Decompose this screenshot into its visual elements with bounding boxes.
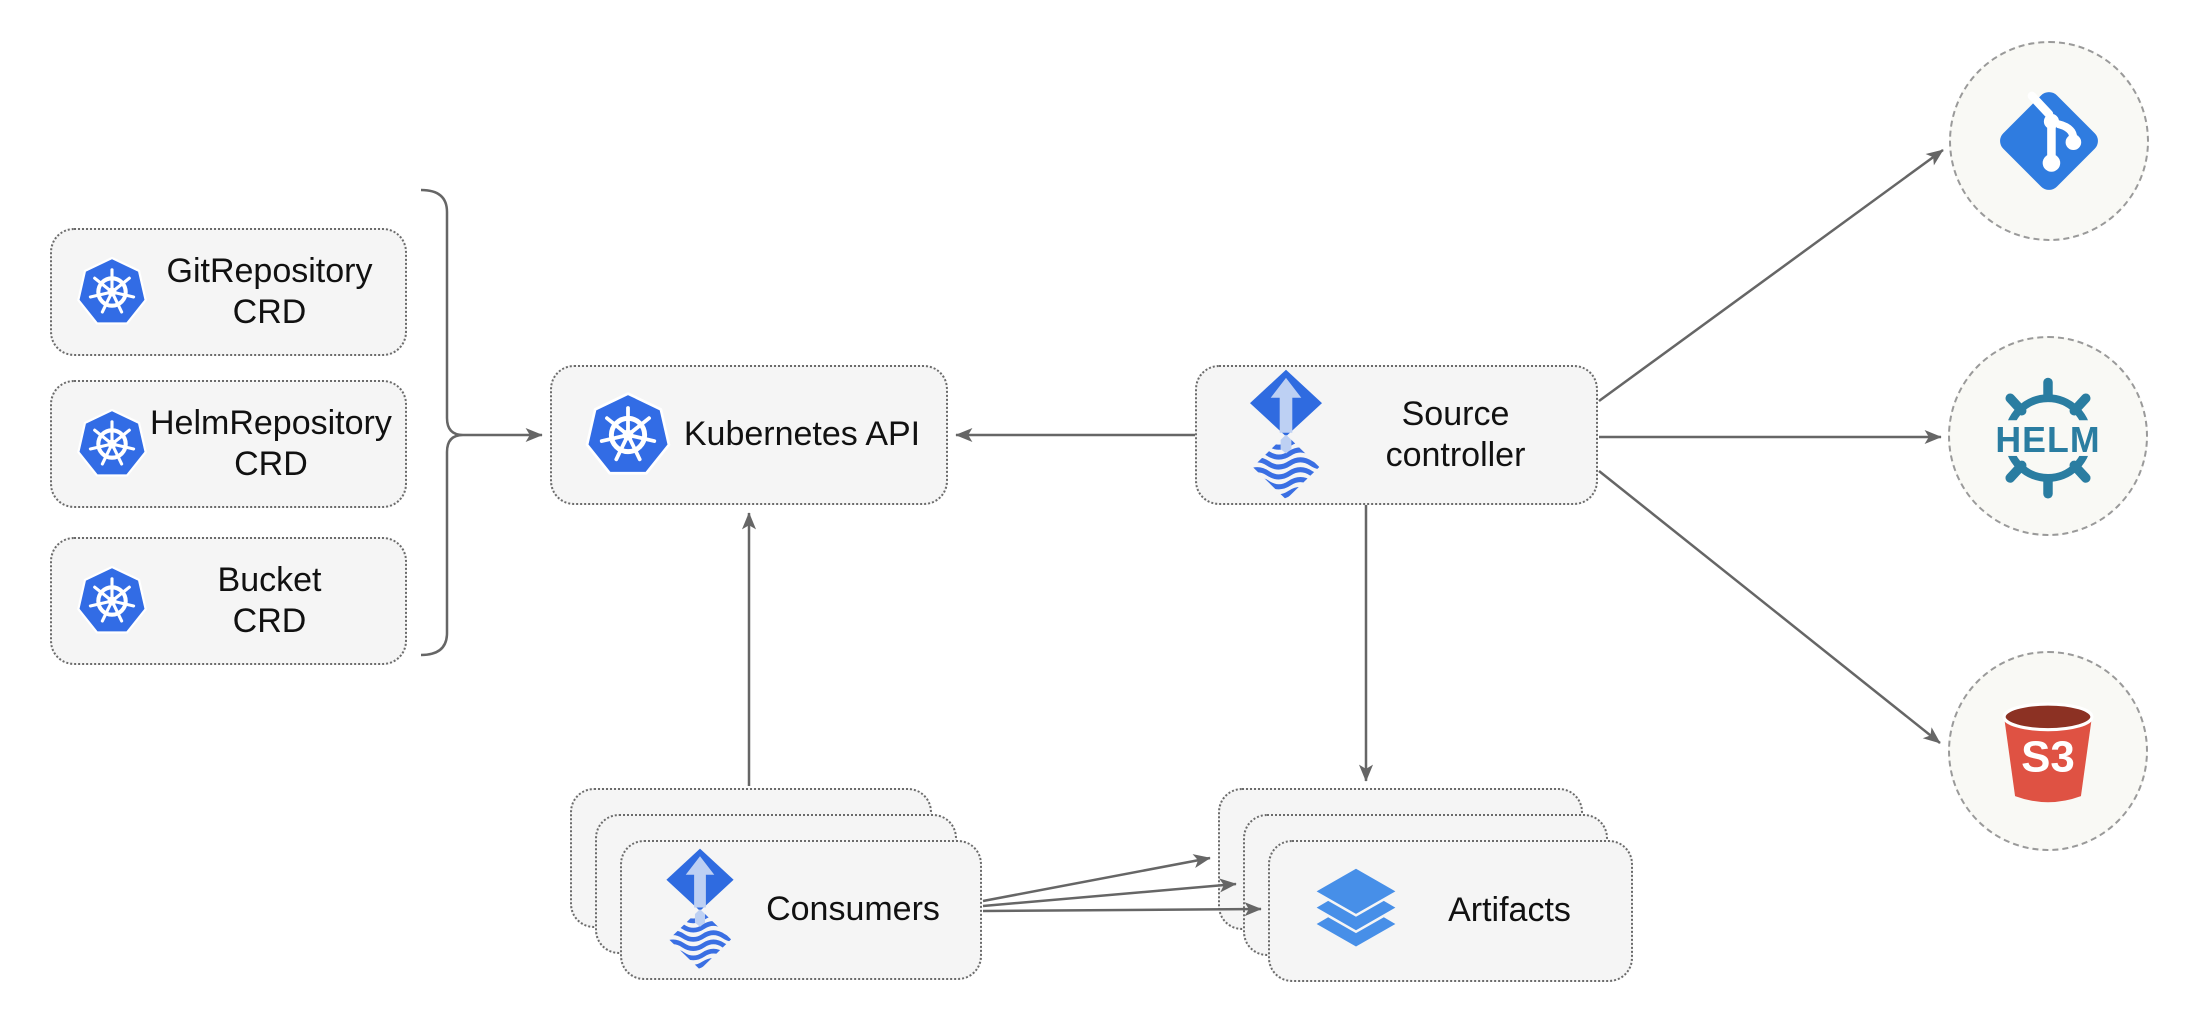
- label-line-1: Source: [1401, 394, 1510, 433]
- label-line-2: CRD: [232, 293, 307, 331]
- flux-icon: [658, 847, 742, 973]
- label-line-2: controller: [1385, 436, 1526, 474]
- node-consumers: Consumers: [620, 840, 982, 980]
- edge-source-controller-to-git: [1598, 148, 1944, 403]
- external-git-circle: [1949, 41, 2149, 241]
- edge-consumers-to-artifacts-middle: [982, 878, 1237, 908]
- node-label: Consumers: [766, 890, 940, 929]
- node-bucket-crd: Bucket CRD: [50, 537, 407, 665]
- edge-consumers-to-artifacts-back: [982, 854, 1211, 903]
- external-helm-circle: HELM: [1948, 336, 2148, 536]
- label-line-1: HelmRepository: [150, 403, 392, 442]
- node-source-controller: Source controller: [1195, 365, 1598, 505]
- kubernetes-icon: [74, 407, 150, 481]
- s3-bucket-icon: S3: [2002, 702, 2094, 803]
- kubernetes-icon: [74, 255, 150, 329]
- node-gitrepository-crd: GitRepository CRD: [50, 228, 407, 356]
- label-line-2: CRD: [234, 445, 308, 483]
- node-label: Bucket CRD: [150, 560, 405, 643]
- crd-group-bracket: [420, 188, 464, 657]
- helm-label: HELM: [1995, 420, 2100, 460]
- node-label: GitRepository CRD: [150, 251, 405, 334]
- flux-icon: [1241, 368, 1331, 503]
- helm-icon: HELM: [1989, 377, 2107, 499]
- s3-label: S3: [2021, 733, 2075, 782]
- kubernetes-icon: [582, 390, 674, 480]
- label-line-1: Bucket: [217, 560, 322, 599]
- node-label: Artifacts: [1448, 891, 1571, 930]
- node-artifacts: Artifacts: [1268, 840, 1633, 982]
- node-helmrepository-crd: HelmRepository CRD: [50, 380, 407, 508]
- label-line-1: GitRepository: [166, 251, 373, 290]
- label-line-2: CRD: [232, 602, 307, 640]
- node-label: Kubernetes API: [683, 415, 921, 454]
- layers-icon: [1308, 863, 1404, 959]
- node-label: Source controller: [1331, 394, 1596, 477]
- edge-source-controller-to-s3: [1598, 470, 1941, 744]
- external-s3-circle: S3: [1948, 651, 2148, 851]
- kubernetes-icon: [74, 564, 150, 638]
- node-kubernetes-api: Kubernetes API: [550, 365, 948, 505]
- node-label: HelmRepository CRD: [150, 403, 408, 486]
- git-icon: [2000, 91, 2098, 190]
